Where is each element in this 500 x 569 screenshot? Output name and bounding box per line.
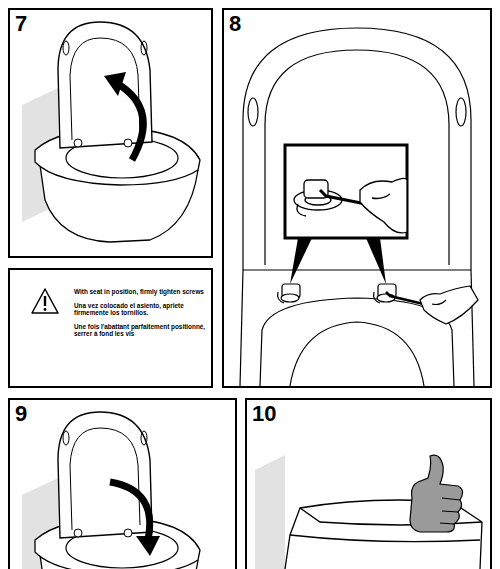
instruction-text: Une fois l'abattant parfaitement positio… bbox=[74, 323, 216, 338]
illustration-part bbox=[471, 270, 474, 386]
illustration-part bbox=[456, 98, 466, 126]
illustration-part bbox=[440, 498, 460, 524]
hex-key-hand bbox=[386, 286, 478, 324]
illustration-part bbox=[32, 289, 58, 313]
panel-box: 7 bbox=[8, 8, 213, 258]
panel-box: 8 bbox=[222, 8, 492, 388]
arrow-head bbox=[104, 72, 126, 96]
illustration-part bbox=[22, 412, 200, 569]
thumbs-up bbox=[410, 455, 463, 532]
step-number: 9 bbox=[15, 401, 27, 427]
zoom-pointer bbox=[366, 238, 386, 284]
illustration-part bbox=[374, 292, 380, 303]
illustration-part bbox=[260, 298, 454, 386]
detail-inset bbox=[285, 145, 407, 238]
detail-view bbox=[294, 178, 407, 232]
instruction-text: With seat in position, firmly tighten sc… bbox=[74, 288, 216, 296]
illustration-part bbox=[297, 204, 306, 216]
illustration-part bbox=[320, 190, 386, 208]
wall-shade bbox=[255, 455, 285, 569]
toilet-open bbox=[22, 22, 200, 242]
illustration-part bbox=[410, 455, 463, 532]
toilet-closed bbox=[285, 500, 482, 569]
panel-box: With seat in position, firmly tighten sc… bbox=[8, 268, 213, 388]
warning-text: With seat in position, firmly tighten sc… bbox=[74, 288, 216, 344]
illustration-part bbox=[282, 284, 300, 298]
instruction-text: Una vez colocado el asiento, apriete fir… bbox=[74, 302, 216, 317]
illustration-part bbox=[300, 508, 482, 525]
warning-symbol bbox=[32, 289, 58, 313]
illustration-part bbox=[243, 269, 471, 270]
step-number: 8 bbox=[229, 11, 241, 37]
illustration-part bbox=[243, 28, 471, 270]
illustration-part bbox=[44, 308, 47, 311]
lift-arrow bbox=[118, 84, 143, 160]
zoom-pointer bbox=[290, 238, 312, 284]
hinge bbox=[278, 284, 396, 303]
illustration-part bbox=[290, 535, 480, 542]
illustration-part bbox=[420, 286, 478, 324]
illustration-part bbox=[386, 292, 432, 306]
illustration-part bbox=[432, 300, 446, 305]
illustration-part bbox=[378, 284, 396, 298]
illustration-part bbox=[281, 294, 299, 302]
toilet-open bbox=[22, 412, 200, 569]
panel-box: 9 bbox=[8, 398, 237, 569]
illustration-part bbox=[377, 294, 395, 302]
illustration-part bbox=[372, 194, 390, 199]
step-number: 7 bbox=[15, 11, 27, 37]
illustration-part bbox=[360, 178, 407, 232]
illustration-part bbox=[290, 322, 424, 386]
illustration-part bbox=[305, 195, 331, 205]
illustration-part bbox=[304, 180, 328, 198]
lower-arrow bbox=[110, 482, 150, 540]
illustration-part bbox=[240, 270, 243, 386]
panel-box: 10 bbox=[245, 398, 492, 569]
illustration-part bbox=[294, 190, 342, 210]
illustration-part bbox=[248, 98, 258, 126]
illustration-part bbox=[278, 292, 284, 303]
illustration-part bbox=[265, 50, 449, 265]
illustration-part bbox=[44, 296, 46, 306]
step-number: 10 bbox=[252, 401, 276, 427]
arrow-head bbox=[136, 536, 160, 556]
toilet-front bbox=[240, 28, 474, 386]
illustration-part bbox=[285, 500, 482, 569]
